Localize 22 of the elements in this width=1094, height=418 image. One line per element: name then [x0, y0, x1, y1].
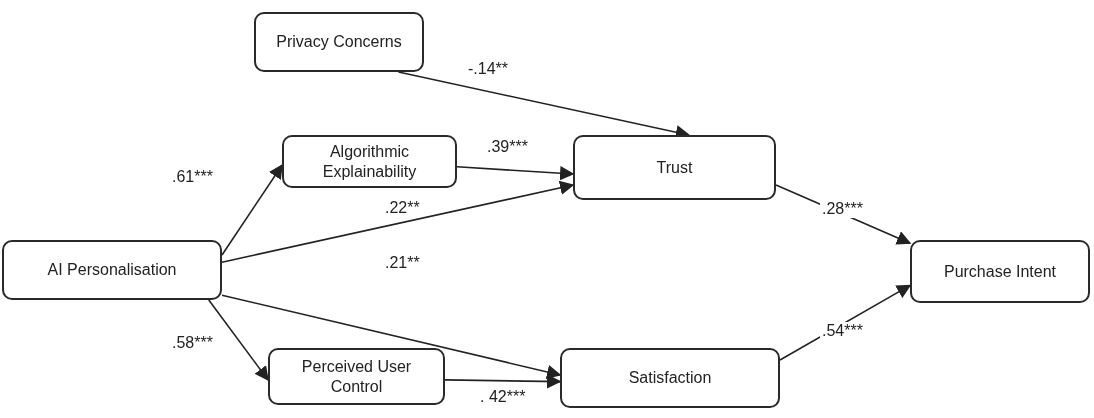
variable-name: Algorithmic Explainability [321, 141, 418, 182]
variable-box [2, 240, 222, 300]
path-coefficient: .54*** [820, 322, 865, 340]
variable-name: AI Personalisation [47, 260, 177, 280]
variable-name: Privacy Concerns [276, 32, 402, 52]
variable-box [560, 348, 780, 408]
arrow [221, 294, 562, 380]
path-coefficient: .28*** [820, 200, 865, 218]
arrow [221, 164, 283, 256]
variable-name: Perceived User Control [300, 356, 413, 397]
arrow [456, 166, 575, 181]
variable-box [573, 135, 776, 200]
arrow [444, 374, 562, 389]
variable-name: Purchase Intent [943, 261, 1057, 282]
variable-name: Satisfaction [628, 368, 712, 388]
variable-box [282, 135, 457, 188]
variable-box [910, 240, 1090, 303]
arrow [208, 299, 269, 382]
variable-box [254, 12, 424, 72]
variable-box [268, 348, 445, 405]
arrow [221, 180, 575, 263]
variable-name: Trust [656, 157, 693, 178]
